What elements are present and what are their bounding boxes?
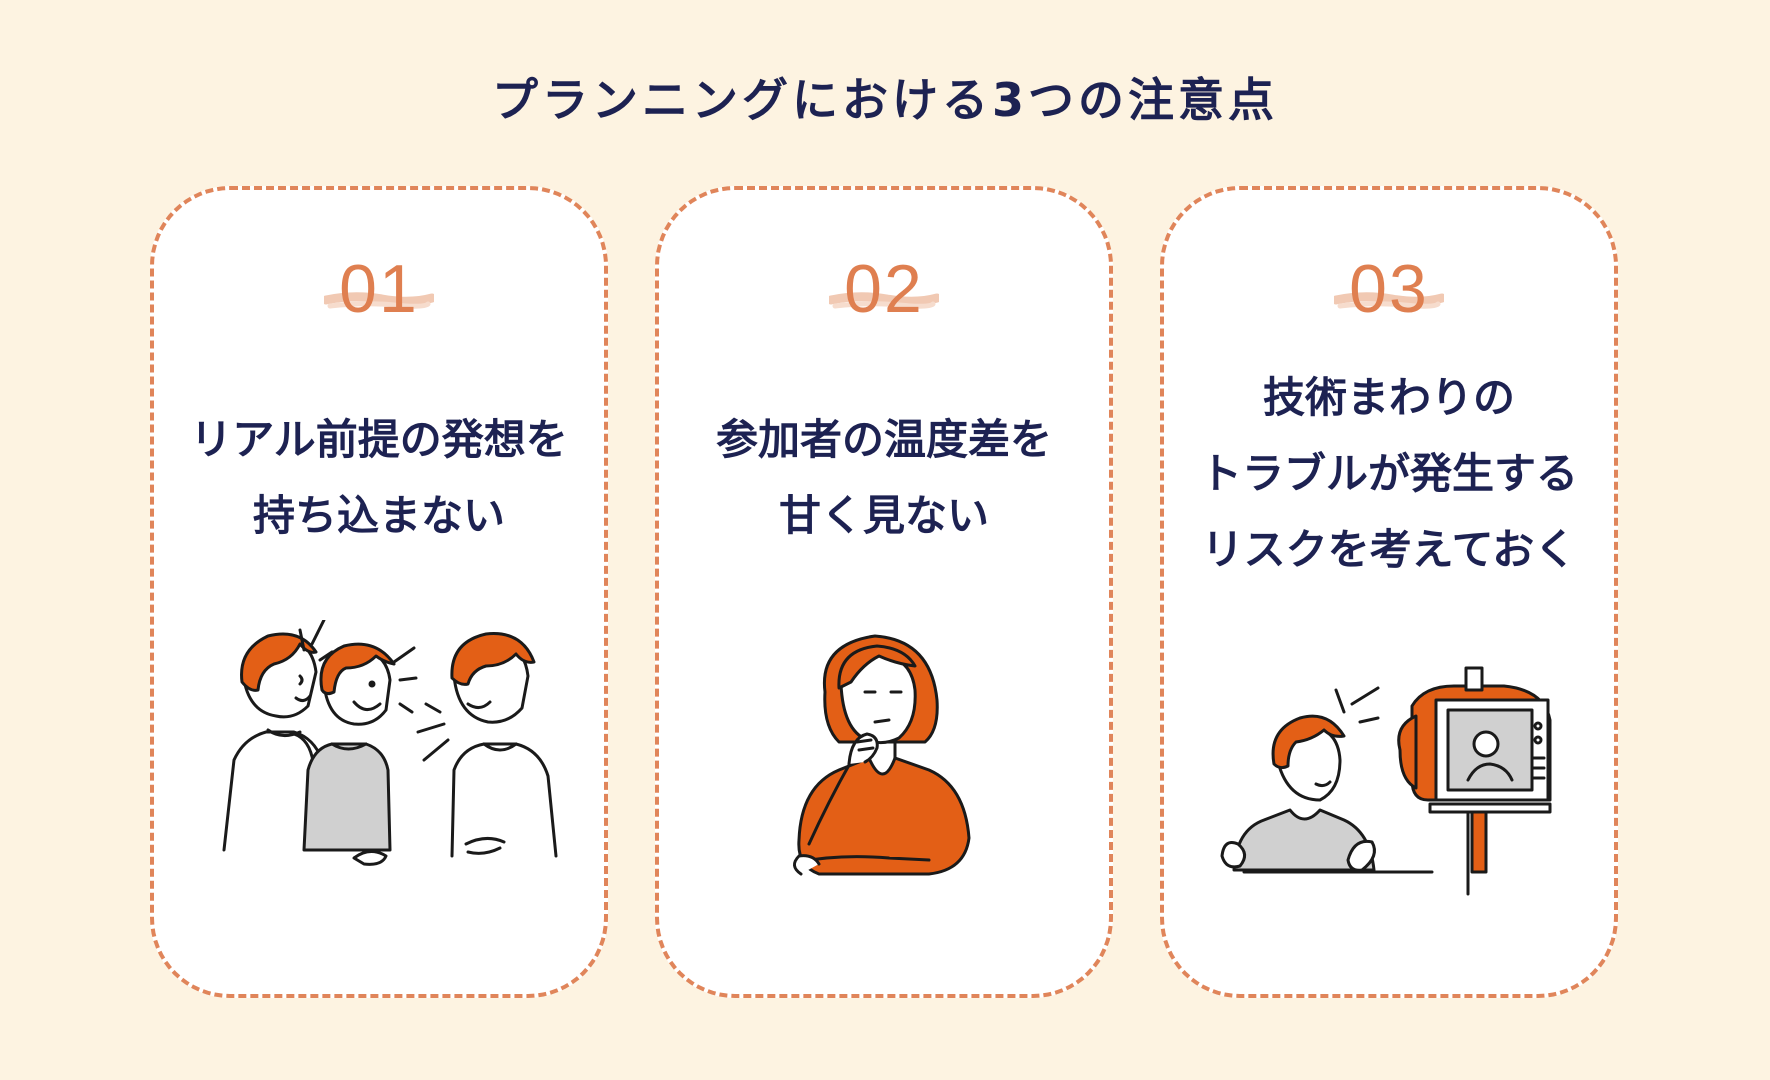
card-01: 01 リアル前提の発想を 持ち込まない	[150, 186, 608, 998]
card-heading-line: リアル前提の発想を	[190, 415, 568, 464]
card-number-block: 02	[659, 250, 1109, 330]
card-heading-line: リスクを考えておく	[1201, 525, 1577, 574]
card-heading: 技術まわりの トラブルが発生する リスクを考えておく	[1174, 360, 1604, 588]
card-number: 03	[1349, 251, 1429, 327]
card-02: 02 参加者の温度差を 甘く見ない	[655, 186, 1113, 998]
card-heading-line: 技術まわりの	[1262, 373, 1515, 422]
card-number: 02	[844, 251, 924, 327]
card-heading-line: 持ち込まない	[252, 491, 505, 540]
page-title: プランニングにおける3つの注意点	[491, 73, 1278, 127]
card-heading: リアル前提の発想を 持ち込まない	[164, 402, 594, 554]
card-heading-line: 甘く見ない	[778, 491, 989, 540]
brush-underline	[1334, 292, 1444, 309]
thinking-woman-illustration	[793, 634, 971, 876]
three-people-chatting-illustration	[222, 620, 558, 866]
brush-underline	[324, 292, 434, 309]
card-number-block: 03	[1164, 250, 1614, 330]
card-03: 03 技術まわりの トラブルが発生する リスクを考えておく	[1160, 186, 1618, 998]
card-heading-line: 参加者の温度差を	[715, 415, 1052, 464]
card-number: 01	[339, 251, 419, 327]
person-with-camera-illustration	[1220, 666, 1552, 896]
card-heading-line: トラブルが発生する	[1199, 449, 1578, 498]
card-number-block: 01	[154, 250, 604, 330]
card-heading: 参加者の温度差を 甘く見ない	[669, 402, 1099, 554]
brush-underline	[829, 292, 939, 309]
